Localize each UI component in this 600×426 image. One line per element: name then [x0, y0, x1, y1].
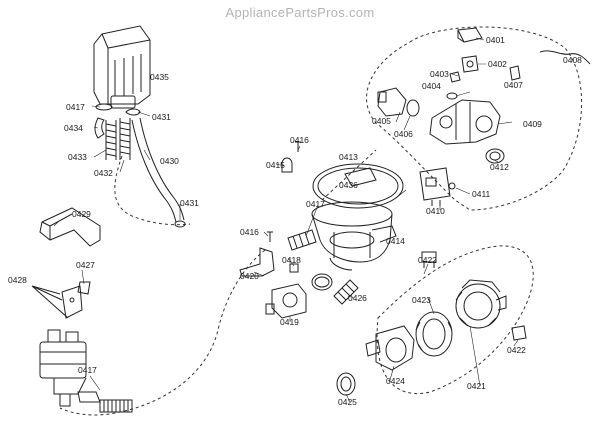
part-0426-hose[interactable] — [333, 279, 359, 305]
part-0436-filter-insert[interactable] — [344, 167, 377, 187]
part-0423-impeller[interactable] — [415, 311, 453, 357]
inlet-to-body-line — [321, 149, 377, 201]
part-label-0433[interactable]: 0433 — [68, 152, 87, 162]
hose-routing-line-1 — [114, 155, 191, 226]
part-0431-clip-top[interactable] — [125, 108, 141, 116]
part-label-0421[interactable]: 0421 — [467, 381, 486, 391]
dashed-group-outlines — [59, 26, 582, 416]
part-0421-heater-pump[interactable] — [455, 279, 507, 329]
part-0425-seal[interactable] — [336, 372, 356, 396]
part-label-0415[interactable]: 0415 — [266, 160, 285, 170]
part-0413-filter-cover[interactable] — [312, 163, 404, 209]
part-0434-clamp[interactable] — [94, 117, 105, 139]
part-label-0426[interactable]: 0426 — [348, 293, 367, 303]
part-label-0416-mid[interactable]: 0416 — [240, 227, 259, 237]
part-label-0435[interactable]: 0435 — [150, 72, 169, 82]
part-0422-clip-b[interactable] — [511, 325, 527, 341]
part-label-0410[interactable]: 0410 — [426, 206, 445, 216]
part-0417-hose-bottom[interactable] — [99, 399, 133, 413]
part-label-0431-top[interactable]: 0431 — [152, 112, 171, 122]
part-label-0418[interactable]: 0418 — [282, 255, 301, 265]
part-0409-manifold[interactable] — [429, 99, 501, 145]
part-0427-clip[interactable] — [77, 281, 91, 295]
part-label-0430[interactable]: 0430 — [160, 156, 179, 166]
part-label-0431-bottom[interactable]: 0431 — [180, 198, 199, 208]
part-0417-spring-mid[interactable] — [287, 229, 317, 251]
part-0418-clip[interactable] — [289, 263, 299, 273]
part-0414-sump[interactable] — [311, 201, 397, 271]
part-0424-motor[interactable] — [365, 325, 415, 371]
part-label-0422-top[interactable]: 0422 — [418, 255, 437, 265]
site-watermark: AppliancePartsPros.com — [225, 5, 375, 20]
part-0432-spring-hose[interactable] — [119, 118, 131, 160]
part-0416-screw-top[interactable] — [295, 141, 301, 152]
part-0405-valve[interactable] — [377, 87, 407, 117]
part-label-0406[interactable]: 0406 — [394, 129, 413, 139]
part-0433-spring-hose[interactable] — [105, 120, 117, 160]
part-label-0411[interactable]: 0411 — [472, 189, 491, 199]
part-0412-clamp[interactable] — [485, 148, 505, 164]
part-label-0404[interactable]: 0404 — [422, 81, 441, 91]
part-label-0416-top[interactable]: 0416 — [290, 135, 309, 145]
part-label-0417-top[interactable]: 0417 — [66, 102, 85, 112]
part-0430-hose[interactable] — [131, 117, 186, 228]
part-label-0417-sump[interactable]: 0417 — [306, 199, 325, 209]
part-label-0422-right[interactable]: 0422 — [507, 345, 526, 355]
part-0428-bracket[interactable] — [31, 285, 83, 319]
part-label-0419[interactable]: 0419 — [280, 317, 299, 327]
part-label-0427[interactable]: 0427 — [76, 260, 95, 270]
part-0417-oring-top[interactable] — [95, 103, 113, 111]
part-label-0413[interactable]: 0413 — [339, 152, 358, 162]
part-label-0401[interactable]: 0401 — [486, 35, 505, 45]
part-0422-clip-a[interactable] — [421, 251, 437, 268]
part-0418-oring[interactable] — [311, 273, 333, 291]
part-label-0429[interactable]: 0429 — [72, 209, 91, 219]
part-label-0423[interactable]: 0423 — [412, 295, 431, 305]
part-0406-oring[interactable] — [406, 99, 420, 117]
part-label-0434[interactable]: 0434 — [64, 123, 83, 133]
part-label-0420[interactable]: 0420 — [240, 271, 259, 281]
part-label-0402[interactable]: 0402 — [488, 59, 507, 69]
part-label-0425[interactable]: 0425 — [338, 397, 357, 407]
part-label-0405[interactable]: 0405 — [372, 116, 391, 126]
part-label-0417-bottom[interactable]: 0417 — [78, 365, 97, 375]
leader-lines — [53, 37, 519, 403]
part-label-0428[interactable]: 0428 — [8, 275, 27, 285]
part-0402-valve[interactable] — [461, 55, 479, 73]
part-0416-screw-mid[interactable] — [267, 231, 273, 242]
part-label-0403[interactable]: 0403 — [430, 69, 449, 79]
part-0415-cap[interactable] — [281, 157, 293, 173]
part-0420-bracket[interactable] — [239, 247, 275, 277]
part-label-0409[interactable]: 0409 — [523, 119, 542, 129]
part-0401-block[interactable] — [457, 27, 483, 43]
part-label-0436[interactable]: 0436 — [339, 180, 358, 190]
part-label-0408[interactable]: 0408 — [563, 55, 582, 65]
part-0407-clip[interactable] — [509, 65, 521, 81]
part-0429-rail[interactable] — [39, 207, 101, 247]
part-0419-drain-pump[interactable] — [265, 283, 307, 319]
part-label-0432[interactable]: 0432 — [94, 168, 113, 178]
part-label-0414[interactable]: 0414 — [386, 236, 405, 246]
part-0403-nut[interactable] — [449, 71, 461, 83]
part-label-0424[interactable]: 0424 — [386, 376, 405, 386]
part-0435-housing[interactable] — [93, 25, 151, 109]
part-label-0407[interactable]: 0407 — [504, 80, 523, 90]
part-0408-wire[interactable] — [539, 50, 591, 65]
part-label-0412[interactable]: 0412 — [490, 162, 509, 172]
